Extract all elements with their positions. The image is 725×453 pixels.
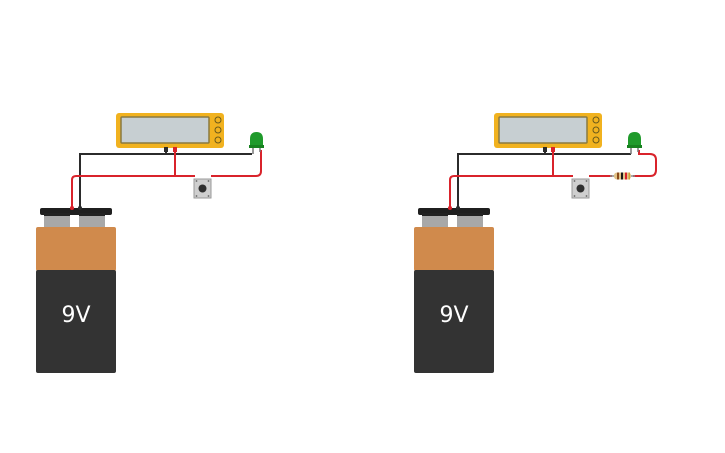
battery-terminal-negative	[457, 215, 483, 227]
red-wire-button-led[interactable]	[211, 150, 262, 177]
multimeter-screen	[498, 116, 588, 144]
probe-red	[551, 147, 555, 152]
pushbutton[interactable]	[193, 178, 212, 199]
battery-9v[interactable]: 9V	[36, 208, 116, 373]
battery-top	[36, 227, 116, 271]
probe-red	[173, 147, 177, 152]
pushbutton[interactable]	[571, 178, 590, 199]
battery-label: 9V	[439, 303, 468, 328]
red-wire-battery[interactable]	[449, 175, 573, 210]
resistor-band-4	[628, 172, 630, 180]
green-led[interactable]	[627, 132, 642, 154]
multimeter[interactable]	[116, 113, 224, 152]
green-led[interactable]	[249, 132, 264, 154]
multimeter-screen	[120, 116, 210, 144]
multimeter-dial-3	[592, 136, 600, 144]
multimeter[interactable]	[494, 113, 602, 152]
resistor-band-3	[625, 172, 627, 180]
battery-terminal-negative	[79, 215, 105, 227]
battery-top	[414, 227, 494, 271]
multimeter-dial-2	[592, 126, 600, 134]
circuit-2: 9V	[414, 113, 657, 373]
battery-bottom	[414, 270, 494, 373]
battery-label: 9V	[61, 303, 90, 328]
multimeter-dial-2	[214, 126, 222, 134]
black-wire[interactable]	[79, 151, 167, 210]
red-wire-resistor-led[interactable]	[633, 150, 657, 177]
battery-lead-black	[78, 206, 82, 210]
black-wire[interactable]	[457, 151, 546, 210]
resistor[interactable]	[610, 172, 635, 180]
battery-terminal-positive	[422, 215, 448, 227]
battery-lead-black	[456, 206, 460, 210]
battery-lead-red	[70, 206, 74, 210]
battery-terminal-positive	[44, 215, 70, 227]
resistor-band-2	[621, 172, 623, 180]
multimeter-dial-3	[214, 136, 222, 144]
probe-black	[164, 147, 168, 152]
battery-9v[interactable]: 9V	[414, 208, 494, 373]
red-wire-battery[interactable]	[71, 175, 195, 210]
resistor-band-1	[617, 172, 619, 180]
battery-bottom	[36, 270, 116, 373]
circuit-1: 9V	[36, 113, 264, 373]
battery-lead-red	[448, 206, 452, 210]
probe-black	[543, 147, 547, 152]
multimeter-dial-1	[592, 116, 600, 124]
multimeter-dial-1	[214, 116, 222, 124]
